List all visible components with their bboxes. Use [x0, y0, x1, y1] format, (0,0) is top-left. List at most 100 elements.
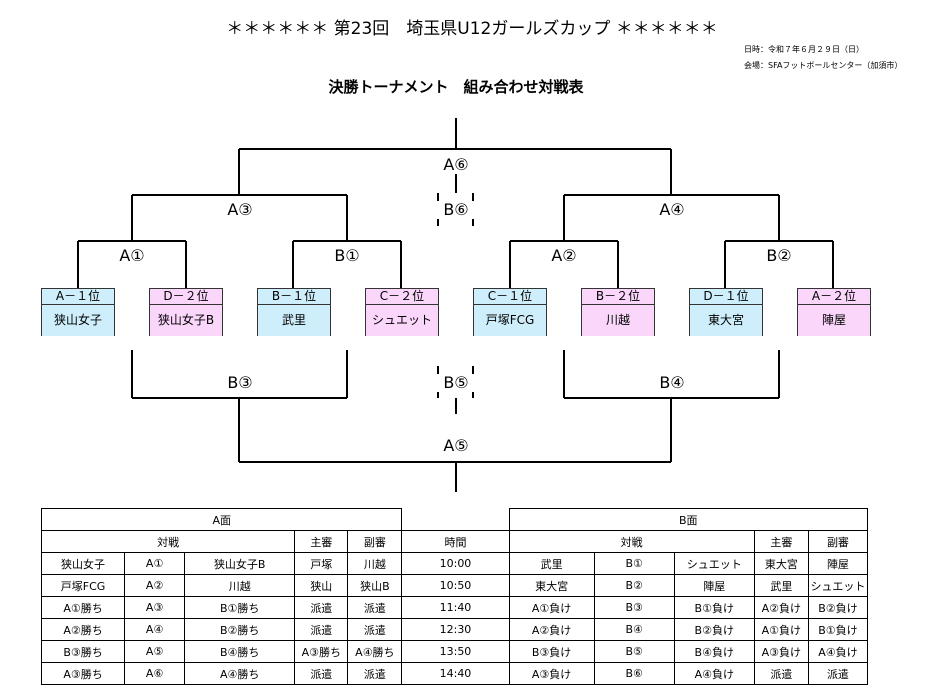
team-seed: D－２位 — [150, 289, 222, 305]
cell-a-match-id: A① — [124, 552, 186, 575]
court-b-header: B面 — [508, 508, 869, 531]
cell-b-main-ref: 派遣 — [753, 662, 809, 685]
cell-time: 14:40 — [401, 662, 510, 685]
cell-a-main-ref: 派遣 — [294, 618, 349, 641]
cell-b-team2: シュエット — [673, 552, 755, 575]
cell-a-sub-ref: 派遣 — [347, 618, 403, 641]
col-sub-ref-b: 副審 — [807, 530, 869, 553]
cell-a-match-id: A⑥ — [124, 662, 186, 685]
col-time: 時間 — [401, 530, 510, 553]
cell-b-match-id: B③ — [593, 596, 675, 619]
event-date: 日時：令和７年６月２９日（日） — [744, 45, 864, 54]
cell-b-team2: B①負け — [673, 596, 755, 619]
cell-b-sub-ref: シュエット — [807, 574, 869, 597]
cell-b-match-id: B② — [593, 574, 675, 597]
match-label-a6: A⑥ — [436, 156, 476, 174]
team-name: 陣屋 — [798, 305, 870, 336]
team-name: シュエット — [366, 305, 438, 336]
cell-a-match-id: A③ — [124, 596, 186, 619]
cell-b-sub-ref: A④負け — [807, 640, 869, 663]
cell-a-team1: B③勝ち — [40, 640, 126, 663]
cell-b-team1: A②負け — [508, 618, 595, 641]
cell-b-match-id: B⑤ — [593, 640, 675, 663]
cell-b-match-id: B④ — [593, 618, 675, 641]
column-header-row: 対戦 主審 副審 時間 対戦 主審 副審 — [40, 530, 869, 553]
cell-time: 10:50 — [401, 574, 510, 597]
cell-b-sub-ref: B②負け — [807, 596, 869, 619]
cell-a-team2: B④勝ち — [184, 640, 296, 663]
cell-a-sub-ref: 川越 — [347, 552, 403, 575]
match-label-b2: B② — [759, 247, 799, 265]
cell-time: 13:50 — [401, 640, 510, 663]
cell-a-team1: 狭山女子 — [40, 552, 126, 575]
page-title: ＊＊＊＊＊＊ 第23回 埼玉県U12ガールズカップ ＊＊＊＊＊＊ — [226, 19, 718, 39]
col-main-ref-a: 主審 — [294, 530, 349, 553]
cell-a-team2: 狭山女子B — [184, 552, 296, 575]
cell-b-team1: A①負け — [508, 596, 595, 619]
cell-b-main-ref: A②負け — [753, 596, 809, 619]
cell-a-match-id: A⑤ — [124, 640, 186, 663]
court-header-row: A面 B面 — [40, 508, 869, 531]
team-name: 戸塚FCG — [474, 305, 546, 336]
cell-b-team1: 東大宮 — [508, 574, 595, 597]
team-name: 川越 — [582, 305, 654, 336]
cell-a-team1: 戸塚FCG — [40, 574, 126, 597]
cell-b-sub-ref: 派遣 — [807, 662, 869, 685]
team-seed: A－１位 — [42, 289, 114, 305]
cell-b-team2: B②負け — [673, 618, 755, 641]
match-label-b5: B⑤ — [437, 374, 475, 392]
cell-b-sub-ref: B①負け — [807, 618, 869, 641]
cell-a-team1: A③勝ち — [40, 662, 126, 685]
cell-a-sub-ref: A④勝ち — [347, 640, 403, 663]
team-box: D－１位 東大宮 — [689, 288, 763, 336]
cell-b-team1: A③負け — [508, 662, 595, 685]
bracket-subtitle: 決勝トーナメント 組み合わせ対戦表 — [328, 78, 584, 96]
cell-time: 10:00 — [401, 552, 510, 575]
match-label-b1: B① — [327, 247, 367, 265]
team-box: C－２位 シュエット — [365, 288, 439, 336]
team-seed: C－１位 — [474, 289, 546, 305]
match-label-b6: B⑥ — [437, 201, 475, 219]
match-label-a4: A④ — [652, 201, 692, 219]
cell-a-team1: A①勝ち — [40, 596, 126, 619]
cell-b-team1: B③負け — [508, 640, 595, 663]
cell-a-team2: B②勝ち — [184, 618, 296, 641]
col-sub-ref-a: 副審 — [347, 530, 403, 553]
cell-a-main-ref: 派遣 — [294, 662, 349, 685]
team-box: D－２位 狭山女子B — [149, 288, 223, 336]
col-match-b: 対戦 — [508, 530, 755, 553]
team-seed: C－２位 — [366, 289, 438, 305]
team-seed: B－２位 — [582, 289, 654, 305]
event-venue: 会場：SFAフットボールセンター（加須市） — [744, 61, 903, 70]
cell-a-sub-ref: 派遣 — [347, 596, 403, 619]
team-box: A－１位 狭山女子 — [41, 288, 115, 336]
match-label-a2: A② — [544, 247, 584, 265]
cell-a-sub-ref: 狭山B — [347, 574, 403, 597]
team-name: 狭山女子 — [42, 305, 114, 336]
cell-b-main-ref: 武里 — [753, 574, 809, 597]
cell-a-sub-ref: 派遣 — [347, 662, 403, 685]
cell-a-main-ref: 狭山 — [294, 574, 349, 597]
cell-a-match-id: A④ — [124, 618, 186, 641]
cell-a-main-ref: 戸塚 — [294, 552, 349, 575]
team-seed: A－２位 — [798, 289, 870, 305]
cell-b-sub-ref: 陣屋 — [807, 552, 869, 575]
cell-b-team2: 陣屋 — [673, 574, 755, 597]
team-box: C－１位 戸塚FCG — [473, 288, 547, 336]
cell-b-main-ref: 東大宮 — [753, 552, 809, 575]
cell-a-team2: B①勝ち — [184, 596, 296, 619]
team-box: B－１位 武里 — [257, 288, 331, 336]
court-a-header: A面 — [40, 508, 403, 531]
match-label-b3: B③ — [220, 374, 260, 392]
team-name: 武里 — [258, 305, 330, 336]
team-seed: D－１位 — [690, 289, 762, 305]
team-name: 東大宮 — [690, 305, 762, 336]
cell-a-main-ref: 派遣 — [294, 596, 349, 619]
col-main-ref-b: 主審 — [753, 530, 809, 553]
